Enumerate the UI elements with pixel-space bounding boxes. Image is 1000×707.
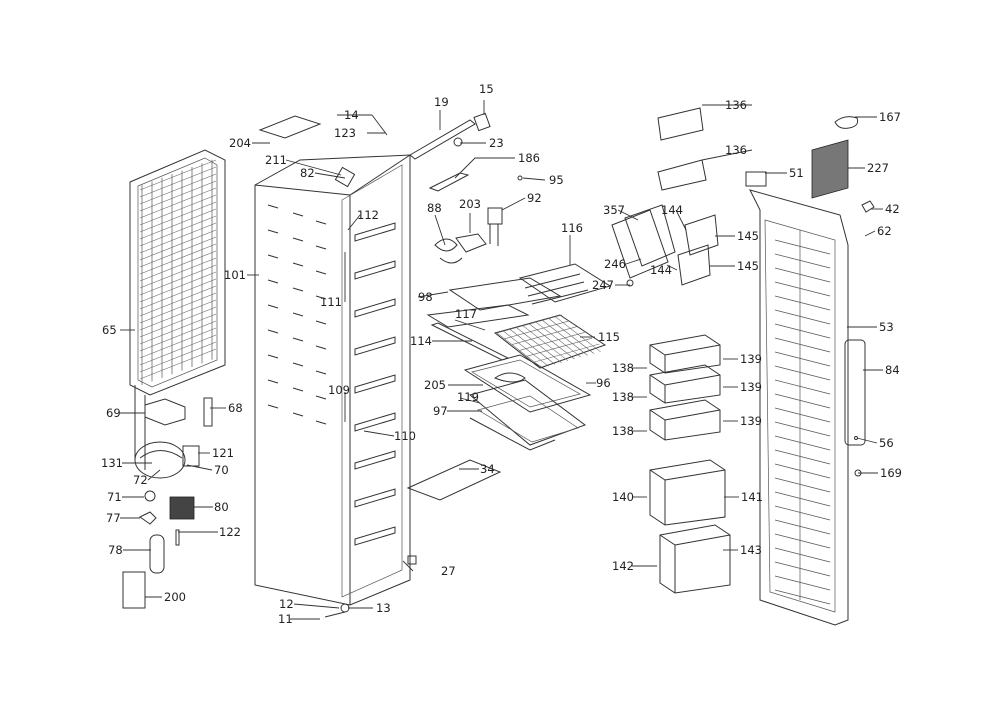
- label-139c: 139: [740, 414, 762, 428]
- label-68: 68: [228, 401, 243, 415]
- label-110: 110: [394, 429, 416, 443]
- label-117: 117: [455, 307, 477, 321]
- label-246: 246: [604, 257, 626, 271]
- label-27: 27: [441, 564, 456, 578]
- label-247: 247: [592, 278, 614, 292]
- label-186: 186: [518, 151, 540, 165]
- label-23: 23: [489, 136, 504, 150]
- label-167: 167: [879, 110, 901, 124]
- label-14: 14: [344, 108, 359, 122]
- label-169: 169: [880, 466, 902, 480]
- label-204: 204: [229, 136, 251, 150]
- label-211: 211: [265, 153, 287, 167]
- label-96: 96: [596, 376, 611, 390]
- label-19: 19: [434, 95, 449, 109]
- label-95: 95: [549, 173, 564, 187]
- label-116: 116: [561, 221, 583, 235]
- label-70: 70: [214, 463, 229, 477]
- label-144b: 144: [650, 263, 672, 277]
- label-97: 97: [433, 404, 448, 418]
- leader-lines: [120, 100, 883, 620]
- label-143: 143: [740, 543, 762, 557]
- label-136: 136: [725, 98, 747, 112]
- label-109: 109: [328, 383, 350, 397]
- label-138: 138: [612, 361, 634, 375]
- drawers-and-door: [611, 107, 875, 626]
- label-42: 42: [885, 202, 900, 216]
- label-15: 15: [479, 82, 494, 96]
- callout-labels: 14 19 15 123 23 204 211 82 186 95 88 203…: [101, 82, 902, 626]
- label-227: 227: [867, 161, 889, 175]
- center-parts: [406, 112, 612, 501]
- label-114: 114: [410, 334, 432, 348]
- label-357: 357: [603, 203, 625, 217]
- label-122: 122: [219, 525, 241, 539]
- label-200: 200: [164, 590, 186, 604]
- condenser-grid: [129, 149, 226, 470]
- label-72: 72: [133, 473, 148, 487]
- label-12: 12: [279, 597, 294, 611]
- label-115: 115: [598, 330, 620, 344]
- label-142: 142: [612, 559, 634, 573]
- label-145b: 145: [737, 259, 759, 273]
- label-203: 203: [459, 197, 481, 211]
- label-78: 78: [108, 543, 123, 557]
- label-56: 56: [879, 436, 894, 450]
- label-51: 51: [789, 166, 804, 180]
- label-53: 53: [879, 320, 894, 334]
- label-140: 140: [612, 490, 634, 504]
- label-141: 141: [741, 490, 763, 504]
- label-69: 69: [106, 406, 121, 420]
- label-139b: 139: [740, 380, 762, 394]
- label-101: 101: [224, 268, 246, 282]
- label-138b: 138: [612, 390, 634, 404]
- label-34: 34: [480, 462, 495, 476]
- label-71: 71: [107, 490, 122, 504]
- label-139: 139: [740, 352, 762, 366]
- label-138c: 138: [612, 424, 634, 438]
- label-144: 144: [661, 203, 683, 217]
- label-112: 112: [357, 208, 379, 222]
- label-65: 65: [102, 323, 117, 337]
- label-131: 131: [101, 456, 123, 470]
- label-98: 98: [418, 290, 433, 304]
- label-145: 145: [737, 229, 759, 243]
- label-123: 123: [334, 126, 356, 140]
- label-111: 111: [320, 295, 342, 309]
- label-84: 84: [885, 363, 900, 377]
- label-136b: 136: [725, 143, 747, 157]
- label-92: 92: [527, 191, 542, 205]
- label-11: 11: [278, 612, 293, 626]
- label-88: 88: [427, 201, 442, 215]
- label-77: 77: [106, 511, 121, 525]
- label-121: 121: [212, 446, 234, 460]
- label-80: 80: [214, 500, 229, 514]
- label-82: 82: [300, 166, 315, 180]
- cabinet-body: [254, 115, 417, 618]
- label-13: 13: [376, 601, 391, 615]
- label-119: 119: [457, 390, 479, 404]
- label-62: 62: [877, 224, 892, 238]
- label-205: 205: [424, 378, 446, 392]
- compressor-group: [122, 397, 213, 609]
